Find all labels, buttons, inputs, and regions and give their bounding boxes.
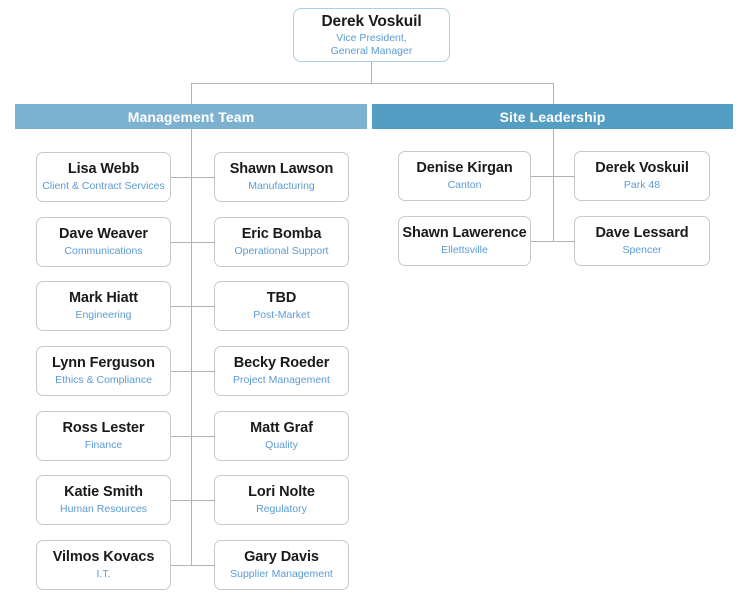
connector-site-spine [553,129,554,242]
node-name: Dave Weaver [59,226,148,243]
node-gary-davis[interactable]: Gary Davis Supplier Management [214,540,349,590]
node-role: Supplier Management [230,568,333,581]
connector-management-drop [191,83,192,104]
node-role: Finance [84,439,123,452]
node-role: Operational Support [234,245,329,258]
group-header-management-team[interactable]: Management Team [15,104,367,129]
connector-branch-right [191,306,215,307]
group-header-label: Site Leadership [499,108,606,125]
node-name: Eric Bomba [241,226,322,243]
node-lynn-ferguson[interactable]: Lynn Ferguson Ethics & Compliance [36,346,171,396]
node-role: Post-Market [253,309,310,322]
node-role: Canton [447,179,482,192]
node-name: Becky Roeder [233,355,330,372]
node-mark-hiatt[interactable]: Mark Hiatt Engineering [36,281,171,331]
connector-root-bus [191,83,554,84]
node-role: Ethics & Compliance [55,374,152,387]
connector-site-drop [553,83,554,104]
node-shawn-lawerence[interactable]: Shawn Lawerence Ellettsville [398,216,531,266]
group-header-site-leadership[interactable]: Site Leadership [372,104,733,129]
node-name: Ross Lester [62,420,145,437]
node-role: Manufacturing [248,180,315,193]
connector-branch-right [191,177,215,178]
node-role: Engineering [75,309,132,322]
node-derek-voskuil-park-48[interactable]: Derek Voskuil Park 48 [574,151,710,201]
node-dave-weaver[interactable]: Dave Weaver Communications [36,217,171,267]
node-name: TBD [266,290,297,307]
node-katie-smith[interactable]: Katie Smith Human Resources [36,475,171,525]
connector-branch-right [191,436,215,437]
connector-branch-left [171,565,192,566]
connector-branch-left [171,242,192,243]
connector-branch-right [191,371,215,372]
node-role: Human Resources [60,503,147,516]
node-role: Client & Contract Services [42,180,165,193]
group-header-label: Management Team [127,108,255,125]
connector-branch-left [171,371,192,372]
node-name: Lisa Webb [67,161,140,178]
node-name: Derek Voskuil [321,12,422,30]
node-role: Project Management [233,374,330,387]
node-role: Park 48 [623,179,661,192]
node-ross-lester[interactable]: Ross Lester Finance [36,411,171,461]
node-eric-bomba[interactable]: Eric Bomba Operational Support [214,217,349,267]
node-name: Shawn Lawson [229,161,334,178]
node-name: Denise Kirgan [416,160,513,177]
connector-branch-left [171,177,192,178]
connector-branch-right [553,241,575,242]
node-denise-kirgan[interactable]: Denise Kirgan Canton [398,151,531,201]
node-root-derek-voskuil[interactable]: Derek Voskuil Vice President, General Ma… [293,8,450,62]
node-role: Vice President, General Manager [331,32,413,58]
connector-branch-right [191,242,215,243]
node-role: Quality [265,439,298,452]
node-name: Matt Graf [250,420,313,437]
node-role: Regulatory [256,503,307,516]
node-role: Spencer [622,244,662,257]
node-lisa-webb[interactable]: Lisa Webb Client & Contract Services [36,152,171,202]
node-name: Lynn Ferguson [52,355,155,372]
node-name: Vilmos Kovacs [52,549,155,566]
node-name: Gary Davis [244,549,319,566]
connector-branch-left [531,176,554,177]
node-role: Ellettsville [441,244,488,257]
node-name: Dave Lessard [595,225,689,242]
node-tbd-post-market[interactable]: TBD Post-Market [214,281,349,331]
node-role: I.T. [96,568,111,581]
connector-branch-left [171,500,192,501]
connector-root-stem [371,62,372,84]
connector-branch-left [531,241,554,242]
node-vilmos-kovacs[interactable]: Vilmos Kovacs I.T. [36,540,171,590]
node-becky-roeder[interactable]: Becky Roeder Project Management [214,346,349,396]
node-dave-lessard[interactable]: Dave Lessard Spencer [574,216,710,266]
connector-branch-left [171,306,192,307]
connector-branch-right [191,565,215,566]
connector-branch-right [191,500,215,501]
node-name: Mark Hiatt [68,290,139,307]
node-name: Lori Nolte [248,484,315,501]
node-matt-graf[interactable]: Matt Graf Quality [214,411,349,461]
node-role-line-1: Vice President, [336,31,407,44]
node-shawn-lawson[interactable]: Shawn Lawson Manufacturing [214,152,349,202]
connector-branch-right [553,176,575,177]
connector-branch-left [171,436,192,437]
node-role: Communications [64,245,143,258]
node-lori-nolte[interactable]: Lori Nolte Regulatory [214,475,349,525]
node-name: Derek Voskuil [595,160,689,177]
connector-management-spine [191,129,192,566]
node-name: Shawn Lawerence [402,225,527,242]
node-name: Katie Smith [64,484,143,501]
node-role-line-2: General Manager [330,44,413,57]
